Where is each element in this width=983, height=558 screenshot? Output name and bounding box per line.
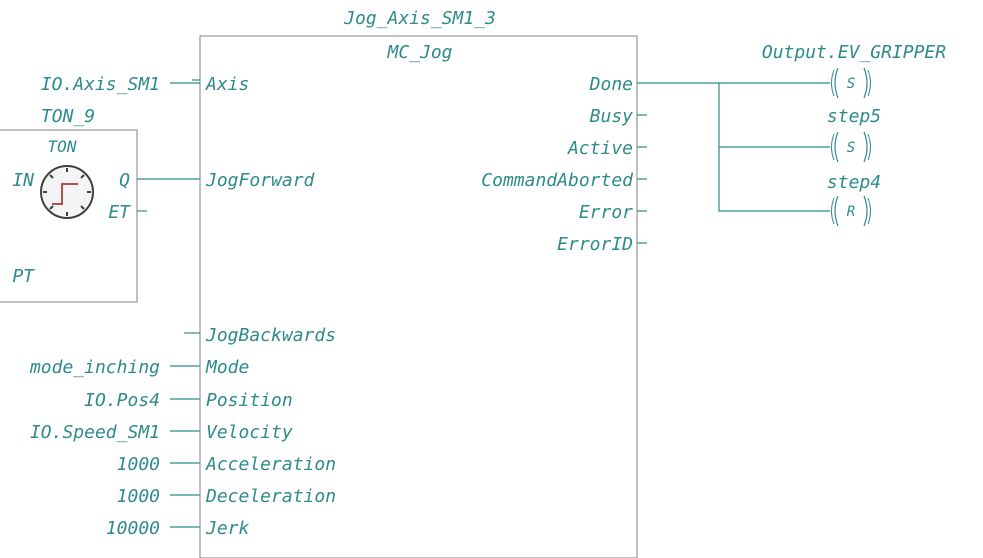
timer-pin-in: IN [12,170,34,191]
axis-variable[interactable]: IO.Axis_SM1 [41,74,160,95]
pin-error: Error [579,202,633,223]
deceleration-value[interactable]: 1000 [117,486,160,507]
timer-pin-et: ET [108,202,131,223]
pin-axis: Axis [205,74,249,95]
position-variable[interactable]: IO.Pos4 [84,390,160,411]
pin-deceleration: Deceleration [205,486,336,507]
block-type-name: MC_Jog [386,42,452,63]
block-instance-name[interactable]: Jog_Axis_SM1_3 [343,8,496,29]
set-coil-gripper[interactable]: S [831,67,871,99]
acceleration-value[interactable]: 1000 [117,454,160,475]
velocity-variable[interactable]: IO.Speed_SM1 [30,422,160,443]
coil-letter-gripper: S [847,76,855,92]
pin-jerk: Jerk [205,518,250,539]
mc-jog-block[interactable] [199,35,638,558]
coil-variable-gripper[interactable]: Output.EV_GRIPPER [762,42,946,63]
set-coil-step5[interactable]: S [831,131,871,163]
branch-wire-step4 [718,83,830,212]
pin-acceleration: Acceleration [205,454,336,475]
pin-jog-forward: JogForward [205,170,316,191]
pin-velocity: Velocity [206,422,293,443]
timer-instance-name[interactable]: TON_9 [41,106,95,127]
timer-type-name: TON [48,137,77,156]
pin-error-id: ErrorID [557,234,633,255]
pin-done: Done [589,74,633,95]
pin-position: Position [206,390,293,411]
coil-variable-step5[interactable]: step5 [827,106,881,127]
coil-variable-step4[interactable]: step4 [827,172,881,193]
coil-letter-step4: R [847,204,855,220]
pin-jog-backwards: JogBackwards [205,325,336,346]
pin-busy: Busy [590,106,634,127]
timer-pin-q: Q [119,170,130,191]
pin-command-aborted: CommandAborted [481,170,634,191]
coil-letter-step5: S [847,140,855,156]
clock-icon [40,165,94,219]
pin-active: Active [567,138,633,159]
jerk-value[interactable]: 10000 [106,518,160,539]
timer-pin-pt: PT [12,266,35,287]
reset-coil-step4[interactable]: R [831,195,871,227]
pin-mode: Mode [205,357,249,378]
mode-variable[interactable]: mode_inching [29,357,160,378]
